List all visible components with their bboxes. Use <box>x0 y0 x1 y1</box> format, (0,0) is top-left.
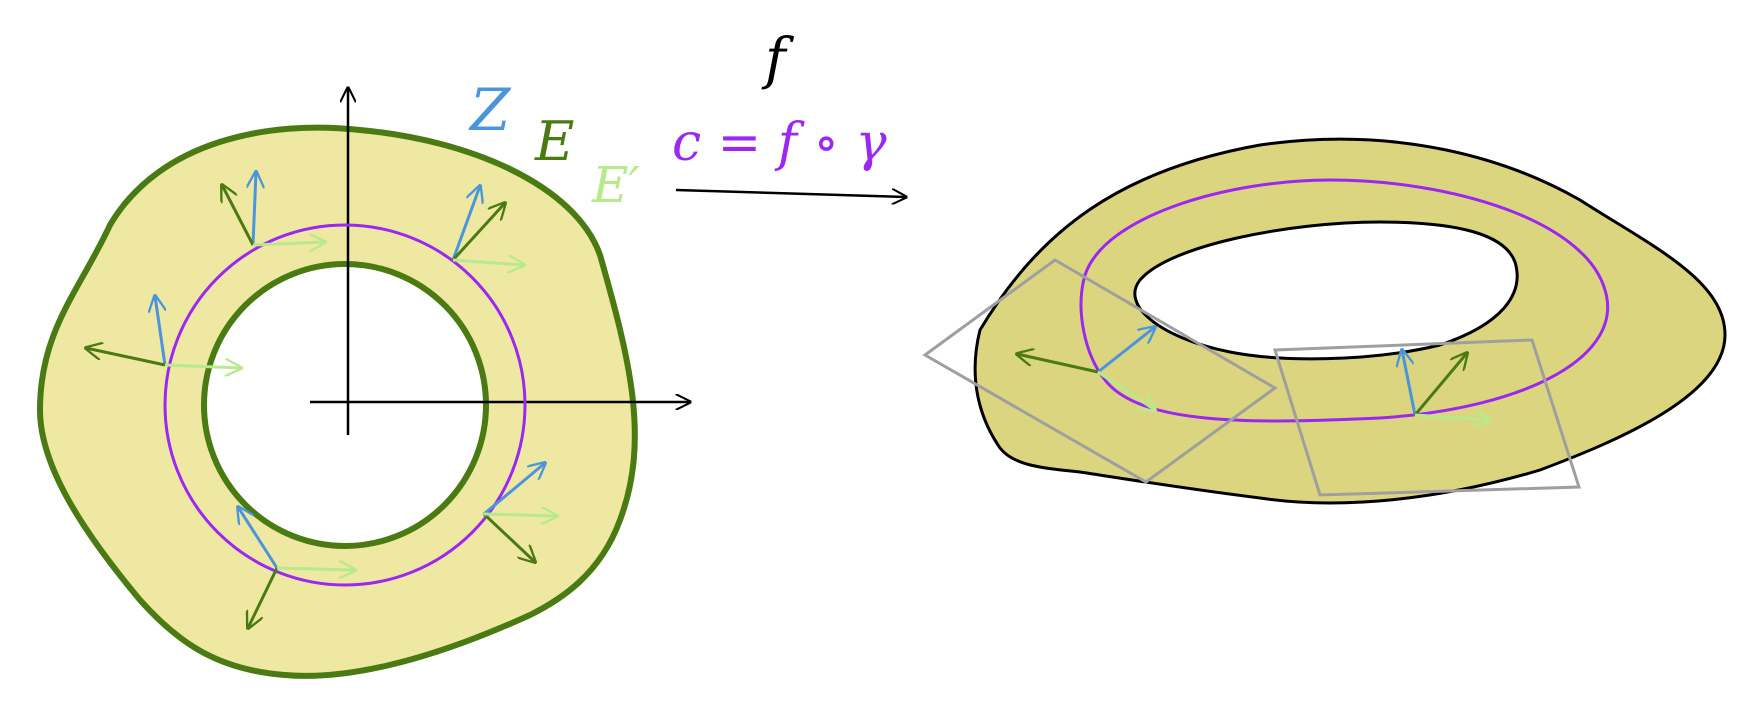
label-e-prime: E′ <box>591 156 640 214</box>
z-vector <box>155 296 167 366</box>
e-vector <box>451 203 505 262</box>
e-prime-vector <box>1097 370 1155 410</box>
coordinate-axes <box>310 88 690 435</box>
label-f: f <box>761 27 795 92</box>
e-prime-vector <box>452 260 524 265</box>
e-prime-vector <box>483 514 557 516</box>
z-vector <box>1402 350 1417 416</box>
label-z: Z <box>468 76 512 144</box>
z-vector <box>1097 327 1155 374</box>
e-vector <box>482 512 535 562</box>
e-vector <box>222 185 255 246</box>
e-vector <box>1413 353 1467 416</box>
z-vector <box>451 186 480 261</box>
e-prime-vector <box>164 365 241 368</box>
z-vector <box>238 507 279 569</box>
label-e: E <box>534 110 574 173</box>
domain-frames <box>86 172 557 628</box>
surface-frames <box>1017 327 1490 420</box>
e-prime-vector <box>1414 415 1490 420</box>
tangent-plane-right <box>1272 338 1582 497</box>
label-c-equals-f-gamma: c = f ∘ γ <box>672 113 888 173</box>
domain-curve <box>163 223 527 587</box>
surface-curve <box>1079 178 1610 423</box>
domain-hole <box>201 261 489 549</box>
z-vector <box>483 463 545 516</box>
e-prime-vector <box>276 568 355 570</box>
map-arrow <box>675 190 906 197</box>
e-prime-vector <box>252 242 325 245</box>
e-vector <box>1017 354 1099 374</box>
z-vector <box>253 172 256 246</box>
tangent-plane-left <box>922 258 1278 484</box>
surface-hole <box>1133 220 1519 361</box>
e-vector <box>248 567 279 628</box>
e-vector <box>86 348 166 367</box>
